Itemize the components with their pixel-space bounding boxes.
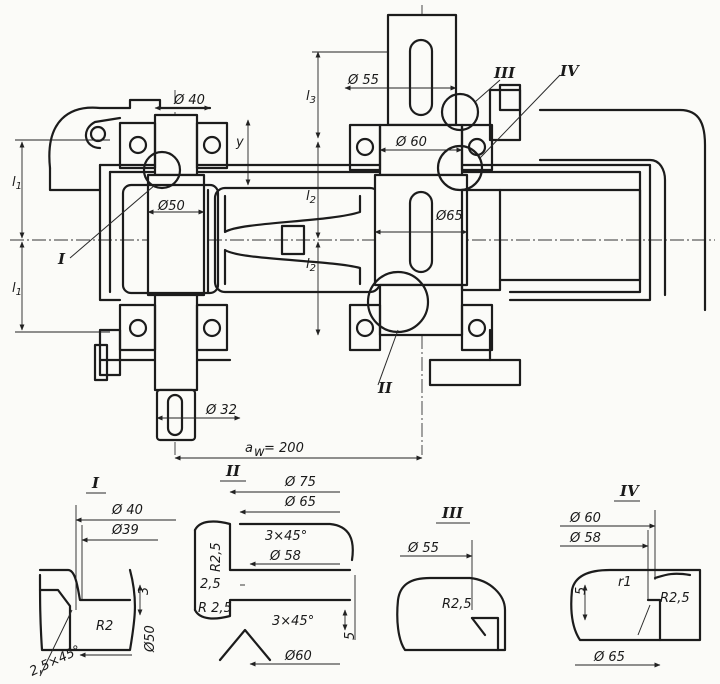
dim-aw-subscript: w (254, 445, 265, 460)
output-bearings (348, 83, 522, 352)
housing-bolt-left (89, 125, 107, 143)
detail-I-title: I (91, 474, 100, 492)
dim-d32: Ø 32 (205, 403, 237, 418)
dim-d60: Ø 60 (395, 135, 427, 150)
detail-I-chamfer: 2,5×45° (27, 643, 83, 680)
detail-II-d58: Ø 58 (269, 549, 301, 564)
callout-label-II: II (377, 379, 393, 397)
detail-I-d40: Ø 40 (111, 503, 143, 518)
dim-l3: l3 (306, 89, 316, 106)
detail-II-dim25: 2,5 (200, 577, 221, 592)
dim-aw-symbol: a (245, 441, 253, 456)
callout-circle-III (440, 92, 480, 132)
dim-l1-lower: l1 (12, 281, 22, 298)
detail-III-title: III (441, 504, 464, 522)
detail-IV-d58: Ø 58 (569, 531, 601, 546)
detail-II-dim5: 5 (343, 632, 358, 640)
detail-IV-title: IV (619, 482, 640, 500)
detail-II-d65: Ø 65 (284, 495, 316, 510)
detail-III-d55: Ø 55 (407, 541, 439, 556)
callout-label-IV: IV (559, 62, 580, 80)
dim-y: y (235, 135, 244, 150)
callout-label-I: I (57, 250, 66, 268)
detail-IV-r25: R2,5 (660, 591, 690, 606)
detail-II-title: II (225, 462, 241, 480)
input-shaft (121, 113, 220, 442)
callout-circle-I (142, 150, 182, 190)
detail-II-r-bot: R 2,5 (198, 601, 232, 616)
detail-II-r-top: R2,5 (209, 542, 224, 572)
dim-l1-upper: l1 (12, 175, 22, 192)
dim-l2-upper: l2 (306, 189, 316, 206)
dim-d55: Ø 55 (347, 73, 379, 88)
detail-III: III Ø 55 R2,5 (396, 504, 507, 652)
detail-III-radius: R2,5 (442, 597, 472, 612)
output-shaft-upper-keyway (408, 38, 434, 117)
detail-IV-d65: Ø 65 (593, 650, 625, 665)
dim-d50: Ø50 (157, 199, 185, 214)
detail-II-d60: Ø60 (284, 649, 312, 664)
detail-I-radius: R2 (96, 619, 113, 634)
detail-IV: IV Ø 60 Ø 58 5 r1 R2,5 Ø 65 (560, 482, 702, 668)
main-assembly: I II III IV Ø 40 Ø50 Ø 32 Ø 55 Ø 60 Ø65 … (10, 5, 715, 461)
detail-II: II Ø 75 Ø 65 Ø 58 2,5 R2,5 3×45° R 2,5 3… (193, 462, 358, 667)
dim-aw-value: = 200 (264, 441, 304, 456)
dim-d40: Ø 40 (173, 93, 205, 108)
input-bearings (93, 121, 229, 382)
detail-II-ch-top: 3×45° (265, 529, 307, 544)
detail-I-d39: Ø39 (111, 523, 139, 538)
detail-IV-d60: Ø 60 (569, 511, 601, 526)
detail-II-ch-bot: 3×45° (272, 614, 314, 629)
detail-IV-dim5: 5 (574, 587, 589, 595)
dim-d65: Ø65 (435, 209, 463, 224)
detail-II-d75: Ø 75 (284, 475, 316, 490)
callout-circle-II (366, 270, 430, 334)
input-shaft-keyway (166, 393, 184, 437)
detail-IV-r1: r1 (618, 575, 632, 590)
housing (48, 98, 707, 387)
detail-I: I Ø 40 Ø39 3 R2 Ø50 2,5×45° (27, 474, 176, 680)
callout-label-III: III (493, 64, 516, 82)
main-dimensions: Ø 40 Ø50 Ø 32 Ø 55 Ø 60 Ø65 a w = 200 l1… (12, 51, 468, 461)
detail-I-dim3: 3 (137, 587, 152, 595)
callout-circle-IV (436, 144, 484, 192)
detail-I-d50: Ø50 (143, 625, 158, 653)
dim-l2-lower: l2 (306, 257, 316, 274)
